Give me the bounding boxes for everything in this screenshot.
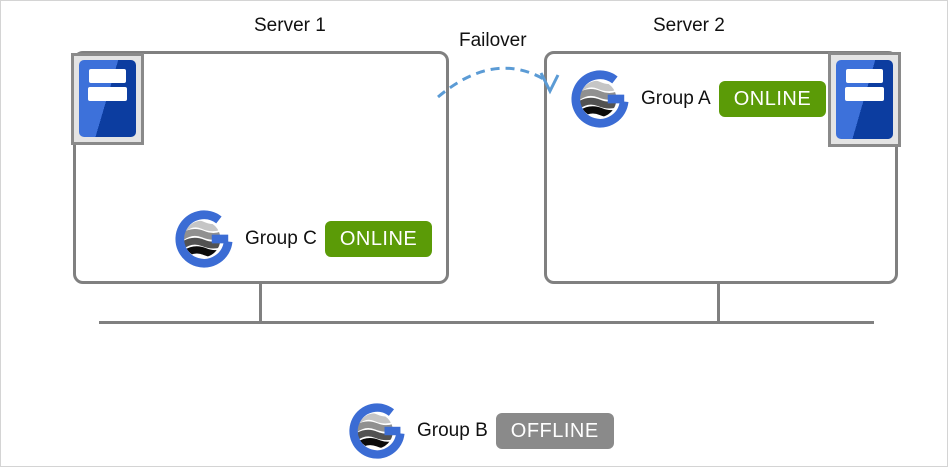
group-a-name: Group A (641, 88, 711, 109)
server1-title: Server 1 (254, 15, 326, 36)
group-globe-icon (571, 70, 629, 128)
server2-network-connector (717, 283, 720, 323)
group-globe-icon (175, 210, 233, 268)
group-b-row: Group B OFFLINE (347, 401, 614, 461)
group-a-status-badge: ONLINE (718, 81, 827, 117)
server2-title: Server 2 (653, 15, 725, 36)
group-c-name: Group C (245, 228, 317, 249)
server1-network-connector (259, 283, 262, 323)
group-a-row: Group A ONLINE (569, 68, 827, 130)
group-globe-icon (349, 403, 405, 459)
server2-tower-icon (828, 52, 901, 147)
group-c-row: Group C ONLINE (173, 207, 433, 271)
group-c-status-badge: ONLINE (324, 221, 433, 257)
network-bus-line (99, 321, 874, 324)
group-b-status-badge: OFFLINE (495, 413, 614, 449)
group-b-name: Group B (417, 420, 488, 441)
server1-tower-icon (71, 53, 144, 145)
failover-label: Failover (459, 30, 527, 51)
